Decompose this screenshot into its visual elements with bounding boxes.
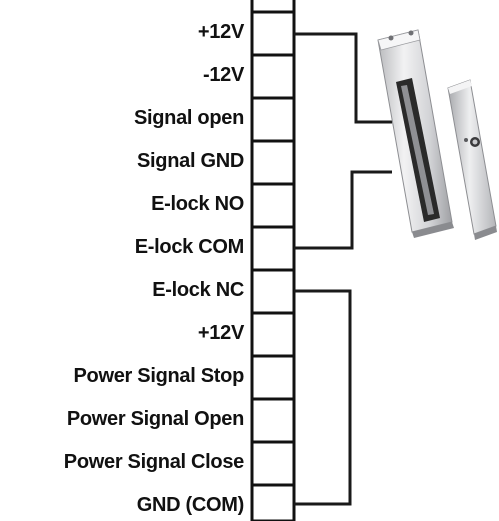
terminal-label-signal-open: Signal open	[133, 107, 244, 129]
terminal-slot-9	[250, 354, 296, 401]
terminal-slot-4	[250, 139, 296, 186]
terminal-slot-10	[250, 397, 296, 444]
terminal-label-signal-gnd: Signal GND	[136, 150, 244, 172]
terminal-labels: +12V -12V Signal open Signal GND E-lock …	[0, 0, 245, 521]
terminal-slot-5	[250, 182, 296, 229]
terminal-label-plus12v: +12V	[197, 21, 244, 43]
wires	[294, 32, 392, 506]
terminal-slot-6	[250, 225, 296, 272]
magnetic-lock-icon	[377, 29, 454, 238]
terminal-slot-3	[250, 96, 296, 143]
terminal-slot-8	[250, 311, 296, 358]
terminal-slot-7	[250, 268, 296, 315]
terminal-label-power-signal-stop: Power Signal Stop	[73, 365, 245, 387]
terminal-slot-1	[250, 10, 296, 57]
terminal-label-gnd-com: GND (COM)	[136, 494, 245, 516]
terminal-label-elock-nc: E-lock NC	[152, 279, 244, 301]
terminal-slot-2	[250, 53, 296, 100]
terminal-label-elock-no: E-lock NO	[151, 193, 244, 215]
terminal-label-power-signal-close: Power Signal Close	[63, 451, 245, 473]
terminal-label-minus12v: -12V	[202, 64, 244, 86]
terminal-slot-11	[250, 440, 296, 487]
terminal-slot-12	[250, 483, 296, 521]
terminal-label-power-signal-open: Power Signal Open	[66, 408, 244, 430]
wire-plus12v-to-lock	[294, 32, 392, 124]
armature-plate-icon	[447, 79, 497, 240]
terminal-label-elock-com: E-lock COM	[134, 236, 245, 258]
terminal-label-plus12v-2: +12V	[197, 322, 244, 344]
wire-elock-com-to-lock	[294, 170, 392, 250]
wire-nc-to-gnd-loop	[294, 289, 352, 506]
terminal-block	[250, 0, 296, 521]
